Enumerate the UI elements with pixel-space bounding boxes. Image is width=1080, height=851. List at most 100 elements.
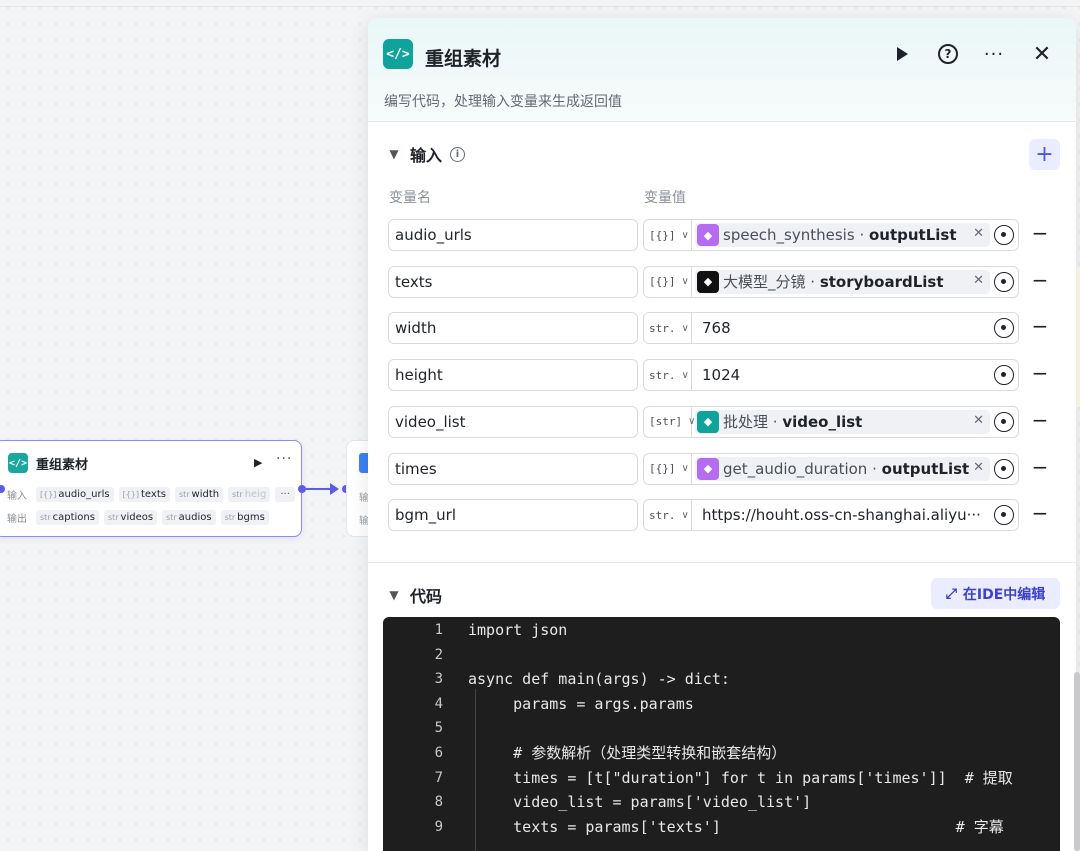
line-number: 8 — [434, 794, 443, 811]
variable-name-input[interactable]: bgm_url — [388, 499, 638, 532]
remove-variable-button[interactable]: − — [1031, 501, 1049, 526]
canvas-node-recompose[interactable]: </> 重组素材 ▶ ··· 输入 [{}]audio_urls [{}]tex… — [0, 440, 302, 537]
node-inputs-more[interactable]: ··· — [275, 487, 295, 502]
input-section-header[interactable]: ▼ 输入 i — [386, 142, 466, 166]
variable-value-input[interactable]: 768 — [702, 319, 731, 338]
node-input-chip: [{}]texts — [118, 487, 170, 502]
target-icon[interactable] — [994, 411, 1014, 432]
clear-reference-icon[interactable]: ✕ — [973, 412, 984, 428]
variable-value-field: [str] ∨ ◆ 批处理 · video_list ✕ — [643, 405, 1019, 438]
plus-icon: + — [1035, 142, 1054, 167]
code-line: 8 video_list = params['video_list'] — [383, 790, 1060, 814]
variable-name-input[interactable]: texts — [388, 265, 638, 298]
more-button[interactable]: ··· — [982, 42, 1006, 66]
help-button[interactable]: ? — [936, 42, 960, 66]
target-icon[interactable] — [994, 505, 1014, 526]
variable-value-input[interactable]: 1024 — [702, 366, 741, 385]
variable-name-input[interactable]: audio_urls — [388, 219, 638, 251]
play-icon[interactable]: ▶ — [254, 456, 263, 469]
variable-row: width str. ∨ 768 − — [388, 312, 1068, 345]
type-selector[interactable]: str. ∨ — [644, 313, 692, 344]
remove-variable-button[interactable]: − — [1031, 407, 1049, 432]
target-icon[interactable] — [994, 318, 1014, 339]
code-section-header[interactable]: ▼ 代码 — [386, 583, 442, 607]
more-icon[interactable]: ··· — [276, 451, 293, 467]
run-button[interactable] — [890, 42, 914, 66]
variable-value-field: str. ∨ 768 — [643, 312, 1019, 345]
variable-value-field: str. ∨ https://houht.oss-cn-shanghai.ali… — [643, 499, 1019, 532]
line-number: 5 — [434, 720, 443, 737]
target-icon[interactable] — [994, 458, 1014, 479]
remove-variable-button[interactable]: − — [1031, 314, 1049, 339]
variable-row: audio_urls [{}] ∨ ◆ speech_synthesis · o… — [388, 219, 1068, 251]
connection-edge[interactable] — [306, 488, 336, 490]
target-icon[interactable] — [994, 225, 1014, 245]
line-number: 7 — [434, 769, 443, 786]
play-icon — [897, 47, 908, 61]
variable-value-input[interactable]: https://houht.oss-cn-shanghai.aliyu··· — [702, 506, 980, 525]
remove-variable-button[interactable]: − — [1031, 221, 1049, 245]
type-selector[interactable]: [{}] ∨ — [644, 266, 692, 297]
type-selector[interactable]: str. ∨ — [644, 500, 692, 531]
type-selector[interactable]: str. ∨ — [644, 360, 692, 391]
edit-in-ide-button[interactable]: ⤢ 在IDE中编辑 — [931, 578, 1060, 609]
canvas-top-border — [0, 6, 1080, 7]
remove-variable-button[interactable]: − — [1031, 454, 1049, 479]
variable-name-input[interactable]: video_list — [388, 405, 638, 438]
code-line: 6 # 参数解析（处理类型转换和嵌套结构） — [383, 741, 1060, 765]
target-icon[interactable] — [994, 365, 1014, 386]
node-type-icon: ◆ — [697, 224, 719, 246]
variable-value-field: [{}] ∨ ◆ 大模型_分镜 · storyboardList ✕ — [643, 265, 1019, 298]
type-selector[interactable]: [str] ∨ — [644, 406, 696, 437]
line-number: 2 — [434, 646, 443, 663]
type-label: str. — [649, 368, 676, 382]
clear-reference-icon[interactable]: ✕ — [973, 459, 984, 475]
close-icon: ✕ — [1032, 41, 1052, 67]
variable-name-input[interactable]: times — [388, 452, 638, 485]
code-line: 2 — [383, 643, 1060, 667]
code-text: # 参数解析（处理类型转换和嵌套结构） — [468, 744, 787, 762]
type-selector[interactable]: [{}] ∨ — [644, 220, 692, 250]
variable-reference-chip[interactable]: ◆ 大模型_分镜 · storyboardList ✕ — [695, 269, 990, 294]
panel-scrollbar[interactable] — [1074, 672, 1080, 851]
variable-reference-chip[interactable]: ◆ get_audio_duration · outputList ✕ — [695, 456, 990, 481]
panel-title: 重组素材 — [425, 48, 502, 70]
chevron-down-icon: ▼ — [389, 588, 399, 602]
node-output-port[interactable] — [298, 485, 306, 493]
indent-guide — [475, 689, 476, 851]
code-line: 7 times = [t["duration"] for t in params… — [383, 766, 1060, 790]
edit-in-ide-label: 在IDE中编辑 — [962, 586, 1046, 603]
close-button[interactable]: ✕ — [1030, 41, 1054, 67]
node-config-panel: </> 重组素材 编写代码，处理输入变量来生成返回值 ? ··· ✕ ▼ 输入 … — [368, 18, 1076, 851]
variable-name-input[interactable]: width — [388, 312, 638, 345]
info-icon[interactable]: i — [450, 146, 466, 162]
node-input-port[interactable] — [0, 485, 5, 493]
code-text: video_list = params['video_list'] — [468, 793, 812, 812]
add-variable-button[interactable]: + — [1029, 139, 1060, 170]
variable-reference-chip[interactable]: ◆ 批处理 · video_list ✕ — [695, 409, 990, 434]
variable-name-input[interactable]: height — [388, 359, 638, 392]
variable-value-field: [{}] ∨ ◆ speech_synthesis · outputList ✕ — [643, 219, 1019, 251]
chevron-down-icon: ∨ — [688, 416, 696, 428]
reference-label: 批处理 · video_list — [723, 413, 863, 432]
chevron-down-icon: ∨ — [681, 276, 689, 288]
code-line: 5 — [383, 716, 1060, 740]
code-text: async def main(args) -> dict: — [468, 670, 730, 689]
remove-variable-button[interactable]: − — [1031, 361, 1049, 386]
variable-row: texts [{}] ∨ ◆ 大模型_分镜 · storyboardList ✕… — [388, 265, 1068, 298]
type-label: str. — [649, 508, 676, 522]
clear-reference-icon[interactable]: ✕ — [973, 272, 984, 288]
code-text: texts = params['texts'] # 字幕 — [468, 817, 1004, 836]
remove-variable-button[interactable]: − — [1031, 267, 1049, 292]
type-selector[interactable]: [{}] ∨ — [644, 453, 692, 484]
variable-reference-chip[interactable]: ◆ speech_synthesis · outputList ✕ — [695, 223, 990, 247]
target-icon[interactable] — [994, 271, 1014, 292]
clear-reference-icon[interactable]: ✕ — [973, 226, 984, 241]
chevron-down-icon: ▼ — [389, 147, 399, 161]
node-output-label: 输 — [359, 516, 369, 527]
